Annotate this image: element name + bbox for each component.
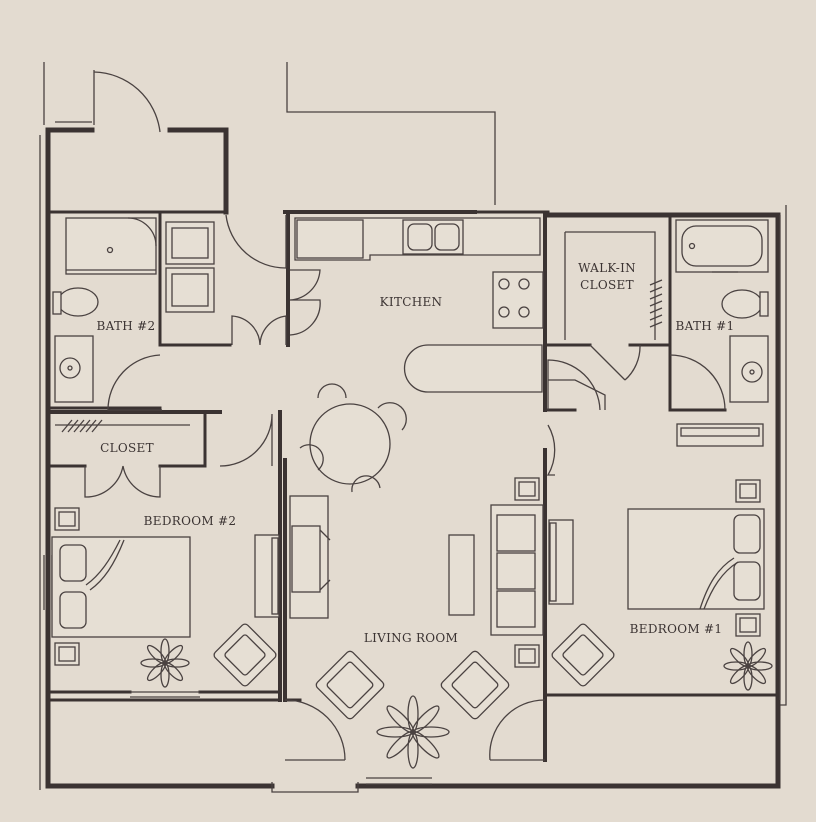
room-labels: KITCHEN WALK-IN CLOSET BATH #2 BATH #1 C… — [97, 261, 735, 645]
label-bath-1: BATH #1 — [676, 319, 735, 333]
windows — [43, 121, 787, 706]
label-walk-in-closet-1: WALK-IN — [578, 261, 636, 275]
kitchen-fixtures — [294, 217, 544, 393]
dining-set — [299, 383, 407, 493]
door-swings — [84, 214, 726, 761]
laundry — [165, 221, 215, 313]
plant-icon — [140, 638, 190, 688]
label-living-room: LIVING ROOM — [364, 631, 458, 645]
plant-icon — [376, 695, 450, 769]
label-kitchen: KITCHEN — [380, 295, 443, 309]
outer-walls — [45, 127, 781, 793]
exterior-lines — [39, 62, 496, 790]
walk-in-closet-fixtures — [564, 231, 663, 340]
label-bedroom-1: BEDROOM #1 — [630, 622, 723, 636]
closet-fixtures — [55, 419, 190, 433]
plant-icon — [723, 641, 773, 691]
bedroom2-furniture — [51, 507, 280, 688]
bath1-fixtures — [675, 219, 769, 403]
label-closet: CLOSET — [100, 441, 154, 455]
bedroom1-furniture — [548, 423, 773, 691]
living-room-furniture — [289, 477, 544, 769]
bath2-fixtures — [52, 217, 157, 403]
interior-walls — [50, 213, 780, 762]
label-bath-2: BATH #2 — [97, 319, 156, 333]
label-walk-in-closet-2: CLOSET — [580, 278, 634, 292]
label-bedroom-2: BEDROOM #2 — [144, 514, 237, 528]
